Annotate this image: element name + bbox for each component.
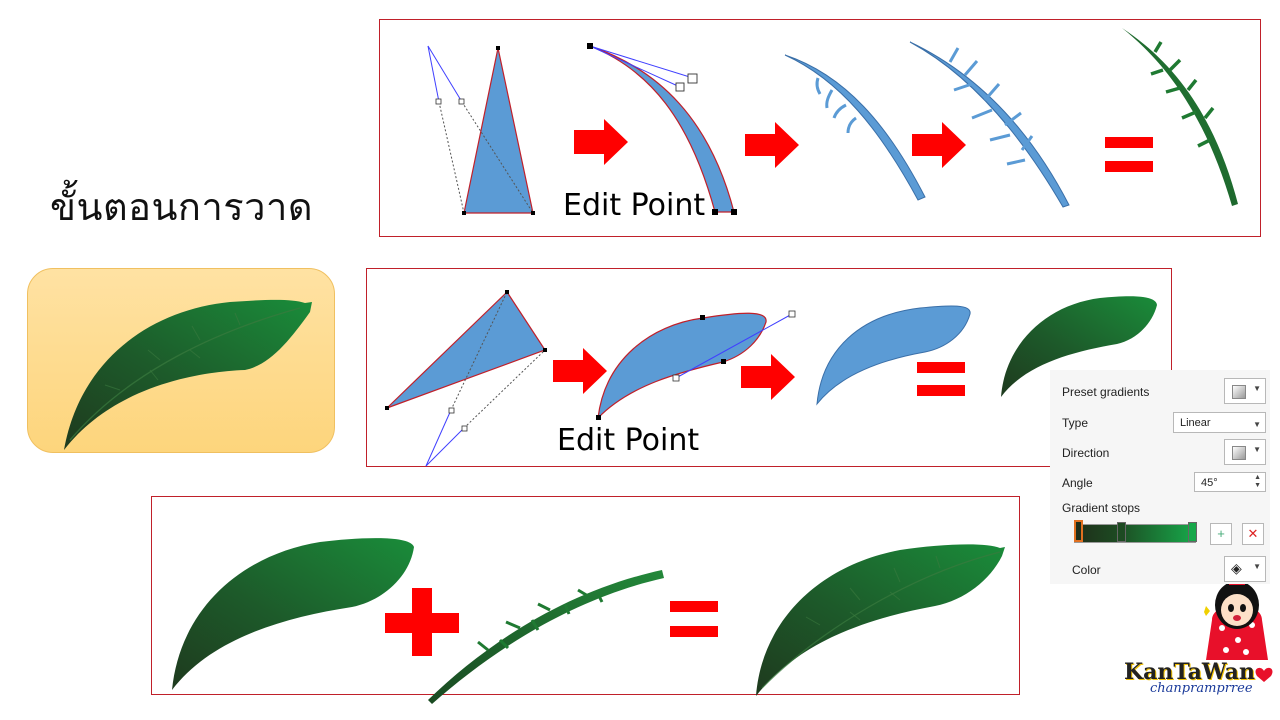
gradient-stop-3[interactable] — [1188, 522, 1197, 542]
type-dropdown[interactable]: Linear ▼ — [1173, 412, 1266, 433]
arrow-3 — [912, 122, 966, 168]
angle-label: Angle — [1062, 476, 1093, 490]
combine-leaf-blade — [172, 538, 414, 690]
arrow-1 — [574, 119, 628, 165]
direction-dropdown[interactable]: ▼ — [1224, 439, 1266, 465]
equals-1 — [1105, 137, 1153, 172]
heart-icon — [1255, 667, 1273, 682]
gradient-fill-panel: Preset gradients ▼ Type Linear ▼ Directi… — [1050, 370, 1270, 584]
plus-sign — [385, 588, 459, 656]
equals-2 — [917, 362, 965, 396]
leaf-curve-step — [596, 310, 796, 420]
chevron-down-icon: ▼ — [1253, 384, 1261, 393]
sample-leaf — [64, 299, 312, 450]
triangle-step — [427, 45, 535, 215]
preset-gradients-dropdown[interactable]: ▼ — [1224, 378, 1266, 404]
angle-spinner[interactable]: 45° ▲▼ — [1194, 472, 1266, 492]
remove-gradient-stop-button[interactable]: ✕ — [1242, 523, 1264, 545]
edit-point-label-top: Edit Point — [563, 188, 706, 223]
stem-steps-frame — [379, 19, 1261, 237]
arrow-4 — [553, 348, 607, 394]
gradient-swatch-icon — [1232, 385, 1246, 399]
slide-title: ขั้นตอนการวาด — [50, 185, 314, 229]
curved-stem-step — [587, 43, 737, 215]
green-stem-result — [1122, 28, 1238, 206]
spinner-arrows-icon[interactable]: ▲▼ — [1254, 474, 1261, 489]
direction-swatch-icon — [1232, 446, 1246, 460]
green-leaf-result — [1001, 296, 1157, 397]
angle-value: 45° — [1201, 477, 1218, 489]
arrow-5 — [741, 354, 795, 400]
equals-3 — [670, 601, 718, 637]
edit-point-label-middle: Edit Point — [557, 423, 700, 458]
mascot-icon — [1204, 579, 1268, 660]
type-value: Linear — [1180, 417, 1211, 429]
logo-subtitle: chanpramprree — [1150, 681, 1253, 696]
chevron-down-icon: ▼ — [1253, 445, 1261, 454]
stem-full-twigs-step — [909, 41, 1070, 208]
combine-frame — [151, 496, 1020, 695]
color-picker-button[interactable]: ◈ ▼ — [1224, 556, 1266, 582]
paint-bucket-icon: ◈ — [1231, 560, 1242, 576]
preset-gradients-label: Preset gradients — [1062, 385, 1150, 399]
type-label: Type — [1062, 416, 1089, 430]
gradient-stop-2[interactable] — [1117, 522, 1126, 542]
direction-label: Direction — [1062, 446, 1110, 460]
combine-leaf-stem — [428, 570, 664, 704]
arrow-2 — [745, 122, 799, 168]
gradient-stops-label: Gradient stops — [1062, 501, 1141, 515]
leaf-blue-step — [816, 305, 971, 406]
gradient-stop-1[interactable] — [1074, 520, 1083, 542]
gradient-stops-bar[interactable] — [1074, 524, 1196, 543]
stem-with-twigs-step — [784, 54, 926, 201]
add-gradient-stop-button[interactable]: + — [1210, 523, 1232, 545]
combined-leaf-result — [756, 544, 1005, 696]
leaf-triangle-step — [385, 290, 547, 467]
color-label: Color — [1072, 563, 1101, 577]
chevron-down-icon: ▼ — [1253, 562, 1261, 571]
leaf-steps-frame — [366, 268, 1172, 467]
logo-name: KanTaWan — [1124, 659, 1255, 685]
chevron-down-icon: ▼ — [1253, 420, 1261, 429]
